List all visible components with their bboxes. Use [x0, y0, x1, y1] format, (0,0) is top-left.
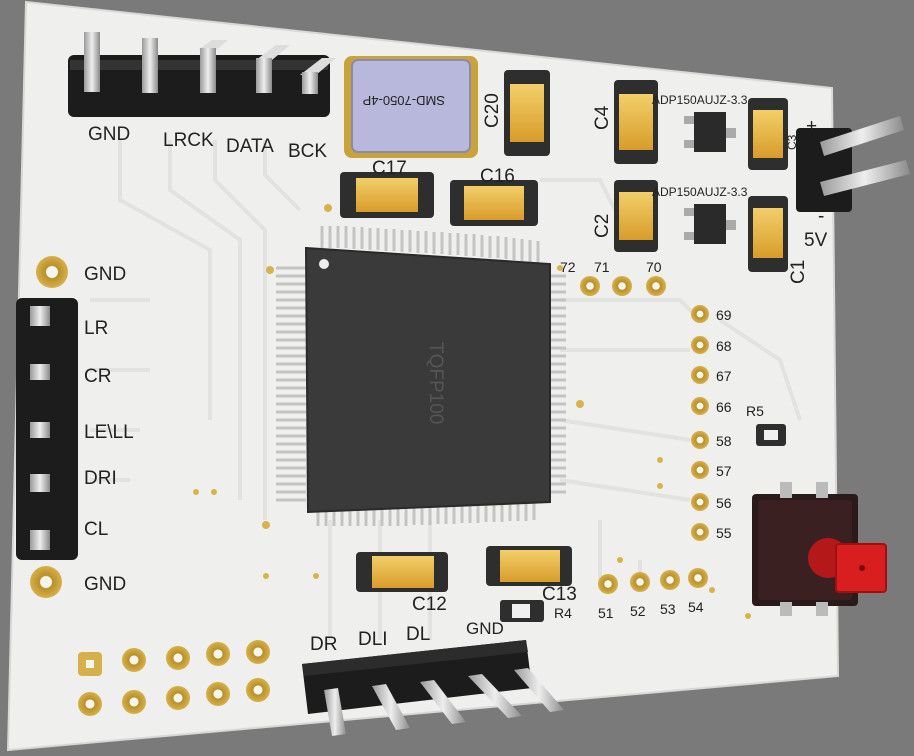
capacitor-c12: C12	[356, 552, 448, 615]
pad-68	[691, 336, 709, 354]
regulator-bottom: ADP150AUJZ-3.3	[652, 185, 748, 244]
pads-right: 69 68 67 66 58 57 56 55	[691, 305, 732, 541]
pad-72	[580, 276, 600, 296]
left-gnd-top-pad	[36, 256, 68, 288]
left-header-label-lr: LR	[84, 318, 108, 339]
left-gnd-bottom-label: GND	[84, 574, 126, 595]
pad-53	[660, 570, 680, 590]
chip-pin1-marker	[319, 259, 329, 269]
left-pin-header: GND LR CR LE\LL DRI CL GND	[16, 256, 134, 598]
chip-leads-left	[276, 266, 306, 502]
capacitor-c1: C1	[748, 196, 809, 284]
bottom-header-label-dr: DR	[310, 634, 337, 655]
pad-72-label: 72	[560, 259, 576, 275]
pad-67-label: 67	[716, 368, 732, 384]
tqfp100-chip: TQFP100	[276, 226, 566, 526]
crystal-oscillator: SMD-7050-4P	[344, 56, 478, 158]
top-header-label-lrck: LRCK	[163, 130, 214, 151]
pad-52-label: 52	[630, 603, 646, 619]
tactile-button	[752, 482, 887, 616]
crystal-label: SMD-7050-4P	[363, 93, 445, 108]
pads-bottom: 51 52 53 54	[598, 568, 708, 621]
pad-71-label: 71	[594, 259, 610, 275]
pad-56-label: 56	[716, 495, 732, 511]
power-pin-header: + - 5V	[796, 116, 910, 251]
resistor-r4: R4	[500, 600, 572, 622]
pad-66-label: 66	[716, 399, 732, 415]
bottom-header-pins	[324, 668, 564, 736]
pad-67	[691, 366, 709, 384]
pad-53-label: 53	[660, 601, 676, 617]
chip-leads-top	[320, 226, 540, 263]
capacitor-c20-label: C20	[482, 93, 503, 128]
power-5v-label: 5V	[804, 230, 828, 251]
capacitor-c3: C3	[748, 98, 799, 170]
bottom-header-label-dli: DLI	[358, 629, 388, 650]
pad-56	[691, 493, 709, 511]
pad-69-label: 69	[716, 307, 732, 323]
regulator-top-label: ADP150AUJZ-3.3	[652, 93, 748, 107]
capacitor-c20: C20	[482, 70, 550, 156]
pad-70	[646, 276, 666, 296]
pad-57	[691, 461, 709, 479]
capacitor-c4: C4	[592, 80, 658, 164]
pad-58-label: 58	[716, 433, 732, 449]
pad-58	[691, 431, 709, 449]
pads-top: 72 71 70	[560, 259, 666, 296]
capacitor-c17: C17	[340, 158, 434, 218]
capacitor-c17-label: C17	[372, 158, 407, 179]
bottom-header-label-dl: DL	[406, 624, 430, 645]
capacitor-c2-label: C2	[592, 214, 613, 238]
left-header-label-dri: DRI	[84, 468, 117, 489]
vias	[193, 204, 751, 619]
resistor-r5-label: R5	[746, 403, 764, 419]
capacitor-c13: C13	[486, 546, 577, 605]
pad-54	[688, 568, 708, 588]
pad-matrix	[78, 640, 270, 716]
pad-55	[691, 523, 709, 541]
top-header-label-data: DATA	[226, 136, 274, 157]
pad-52	[630, 572, 650, 592]
pad-54-label: 54	[688, 599, 704, 615]
left-header-label-cr: CR	[84, 366, 111, 387]
left-header-pins	[30, 306, 50, 550]
capacitor-c13-label: C13	[542, 584, 577, 605]
top-header-pins	[84, 32, 336, 94]
pad-68-label: 68	[716, 338, 732, 354]
bottom-pin-header: DR DLI DL GND	[302, 619, 564, 736]
capacitor-c16-label: C16	[480, 166, 515, 187]
bottom-header-label-gnd: GND	[466, 619, 504, 638]
top-header-label-bck: BCK	[288, 141, 327, 162]
pad-57-label: 57	[716, 463, 732, 479]
left-header-label-le-ll: LE\LL	[84, 422, 134, 443]
top-header-label-gnd: GND	[88, 124, 130, 145]
pcb-traces	[90, 140, 802, 640]
left-header-label-cl: CL	[84, 519, 108, 540]
pad-69	[691, 305, 709, 323]
capacitor-c16: C16	[450, 166, 538, 226]
left-gnd-bottom-pad	[30, 566, 62, 598]
regulator-top: ADP150AUJZ-3.3	[652, 93, 748, 152]
pad-51	[598, 574, 618, 594]
pad-71	[612, 276, 632, 296]
resistor-r5: R5	[746, 403, 786, 446]
power-minus-label: -	[818, 206, 824, 227]
pad-51-label: 51	[598, 605, 614, 621]
pad-55-label: 55	[716, 525, 732, 541]
top-pin-header: GND LRCK DATA BCK	[68, 32, 336, 162]
capacitor-c3-label: C3	[785, 134, 799, 150]
capacitor-c4-label: C4	[592, 105, 613, 130]
capacitor-c2: C2	[592, 180, 658, 252]
left-gnd-top-label: GND	[84, 264, 126, 285]
chip-label: TQFP100	[425, 342, 446, 424]
chip-body	[304, 246, 551, 514]
capacitor-c12-label: C12	[412, 594, 447, 615]
power-plus-label: +	[806, 116, 817, 137]
pad-70-label: 70	[646, 259, 662, 275]
capacitor-c1-label: C1	[788, 260, 809, 284]
pad-66	[691, 397, 709, 415]
resistor-r4-label: R4	[554, 605, 572, 621]
regulator-bottom-label: ADP150AUJZ-3.3	[652, 185, 748, 199]
